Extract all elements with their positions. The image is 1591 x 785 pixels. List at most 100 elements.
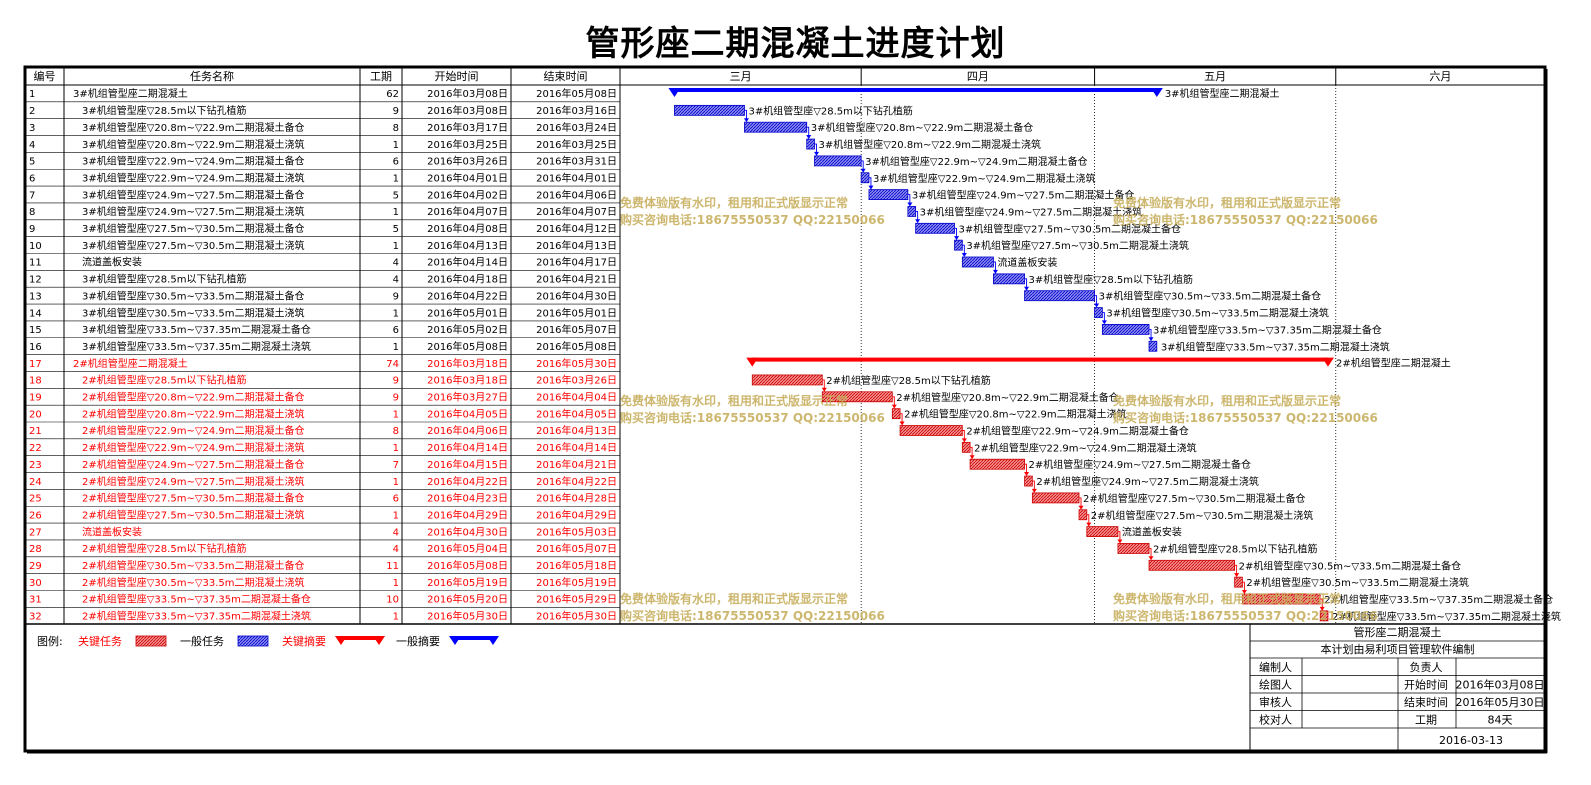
task-id: 25 xyxy=(29,494,42,505)
watermark-line2: 购买咨询电话:18675550537 QQ:22150066 xyxy=(620,410,885,425)
bar-label: 3#机组管型座▽22.9m~▽24.9m二期混凝土浇筑 xyxy=(873,172,1096,185)
task-name: 3#机组管型座▽28.5m以下钻孔植筋 xyxy=(82,273,246,286)
task-end: 2016年05月08日 xyxy=(536,87,617,100)
task-name: 2#机组管型座▽22.9m~▽24.9m二期混凝土备仓 xyxy=(82,424,305,437)
task-name: 2#机组管型座▽28.5m以下钻孔植筋 xyxy=(82,374,246,387)
task-duration: 1 xyxy=(393,207,399,218)
task-id: 1 xyxy=(29,89,35,100)
info-label: 负责人 xyxy=(1410,660,1443,674)
task-id: 16 xyxy=(29,342,42,353)
bar-label: 2#机组管型座▽24.9m~▽27.5m二期混凝土备仓 xyxy=(1029,458,1252,471)
dependency-arrow xyxy=(806,135,812,140)
dependency-line xyxy=(1102,312,1105,324)
summary-end-marker xyxy=(1150,88,1163,97)
task-end: 2016年04月21日 xyxy=(536,273,617,286)
task-end: 2016年04月07日 xyxy=(536,205,617,218)
task-name: 3#机组管型座▽27.5m~▽30.5m二期混凝土浇筑 xyxy=(82,239,305,252)
legend-item-label: 一般任务 xyxy=(180,635,224,648)
task-end: 2016年05月30日 xyxy=(536,610,617,623)
task-name: 3#机组管型座二期混凝土 xyxy=(73,87,188,100)
task-end: 2016年05月07日 xyxy=(536,542,617,555)
task-end: 2016年04月22日 xyxy=(536,475,617,488)
task-end: 2016年04月13日 xyxy=(536,239,617,252)
summary-start-marker xyxy=(668,88,681,97)
task-name: 2#机组管型座二期混凝土 xyxy=(73,357,188,370)
column-header: 结束时间 xyxy=(544,70,588,83)
task-id: 29 xyxy=(29,561,42,572)
task-duration: 5 xyxy=(393,224,399,235)
dependency-line xyxy=(1149,328,1152,341)
dependency-line xyxy=(861,160,864,172)
task-bar xyxy=(751,374,823,386)
task-id: 3 xyxy=(29,123,35,134)
task-bar xyxy=(1086,526,1119,537)
task-duration: 8 xyxy=(393,123,399,134)
task-bar xyxy=(1319,610,1329,622)
dependency-arrow xyxy=(1234,573,1240,578)
task-start: 2016年04月14日 xyxy=(427,441,508,454)
task-id: 6 xyxy=(29,173,35,184)
legend-item-label: 一般摘要 xyxy=(396,634,440,648)
task-bar xyxy=(814,155,862,167)
dependency-line xyxy=(962,244,965,256)
bar-label: 2#机组管型座▽20.8m~▽22.9m二期混凝土浇筑 xyxy=(904,408,1127,421)
info-value: 2016年03月08日 xyxy=(1456,678,1545,692)
task-start: 2016年03月26日 xyxy=(427,155,508,168)
task-start: 2016年04月01日 xyxy=(427,171,508,184)
dependency-line xyxy=(868,177,872,189)
bar-label: 2#机组管型座▽20.8m~▽22.9m二期混凝土备仓 xyxy=(896,391,1119,404)
task-bar xyxy=(1234,576,1243,588)
task-name: 3#机组管型座▽22.9m~▽24.9m二期混凝土浇筑 xyxy=(82,171,305,184)
dependency-line xyxy=(962,430,965,442)
dependency-line xyxy=(822,379,825,391)
task-bar xyxy=(744,121,808,133)
task-name: 3#机组管型座▽33.5m~▽37.35m二期混凝土浇筑 xyxy=(82,340,311,353)
task-duration: 1 xyxy=(393,342,399,353)
task-start: 2016年03月18日 xyxy=(427,357,508,370)
dependency-line xyxy=(1117,531,1121,543)
task-duration: 8 xyxy=(393,426,399,437)
task-end: 2016年05月18日 xyxy=(536,559,617,572)
task-name: 流道盖板安装 xyxy=(82,525,142,538)
task-end: 2016年05月19日 xyxy=(536,576,617,589)
task-id: 9 xyxy=(29,224,35,235)
bar-label: 流道盖板安装 xyxy=(1122,526,1182,539)
chart-title: 管形座二期混凝土进度计划 xyxy=(585,24,1006,64)
dependency-arrow xyxy=(743,118,749,123)
task-bar xyxy=(860,172,870,184)
task-start: 2016年05月02日 xyxy=(427,323,508,336)
task-name: 2#机组管型座▽33.5m~▽37.35m二期混凝土浇筑 xyxy=(82,610,311,623)
watermark-line2: 购买咨询电话:18675550537 QQ:22150066 xyxy=(1113,212,1378,227)
column-header: 任务名称 xyxy=(190,69,234,83)
dependency-line xyxy=(993,261,996,273)
task-name: 3#机组管型座▽24.9m~▽27.5m二期混凝土备仓 xyxy=(82,188,305,201)
task-bar xyxy=(907,206,917,217)
bar-label: 2#机组管型座▽30.5m~▽33.5m二期混凝土浇筑 xyxy=(1246,576,1469,589)
task-bar xyxy=(891,408,901,420)
dependency-line xyxy=(1024,463,1028,476)
dependency-arrow xyxy=(915,219,921,224)
task-start: 2016年04月13日 xyxy=(427,239,508,252)
task-start: 2016年04月14日 xyxy=(427,256,508,269)
task-end: 2016年05月03日 xyxy=(536,525,617,538)
task-id: 19 xyxy=(29,393,42,404)
bar-label: 2#机组管型座▽30.5m~▽33.5m二期混凝土备仓 xyxy=(1239,559,1462,572)
task-end: 2016年04月06日 xyxy=(536,188,617,201)
task-bar xyxy=(993,273,1025,285)
month-label: 六月 xyxy=(1429,70,1451,83)
task-name: 2#机组管型座▽27.5m~▽30.5m二期混凝土备仓 xyxy=(82,492,305,505)
task-name: 2#机组管型座▽24.9m~▽27.5m二期混凝土备仓 xyxy=(82,458,305,471)
task-duration: 7 xyxy=(393,460,399,471)
dependency-arrow xyxy=(860,168,866,173)
task-start: 2016年04月29日 xyxy=(427,508,508,521)
task-id: 4 xyxy=(29,140,35,151)
watermark-line2: 购买咨询电话:18675550537 QQ:22150066 xyxy=(620,212,885,227)
task-duration: 9 xyxy=(393,393,399,404)
task-bar xyxy=(1117,543,1150,554)
bar-label: 3#机组管型座二期混凝土 xyxy=(1165,87,1280,100)
dependency-line xyxy=(907,194,911,206)
task-duration: 9 xyxy=(393,376,399,387)
task-id: 12 xyxy=(29,275,42,286)
task-bar xyxy=(674,104,745,116)
bar-label: 3#机组管型座▽24.9m~▽27.5m二期混凝土备仓 xyxy=(912,189,1135,202)
